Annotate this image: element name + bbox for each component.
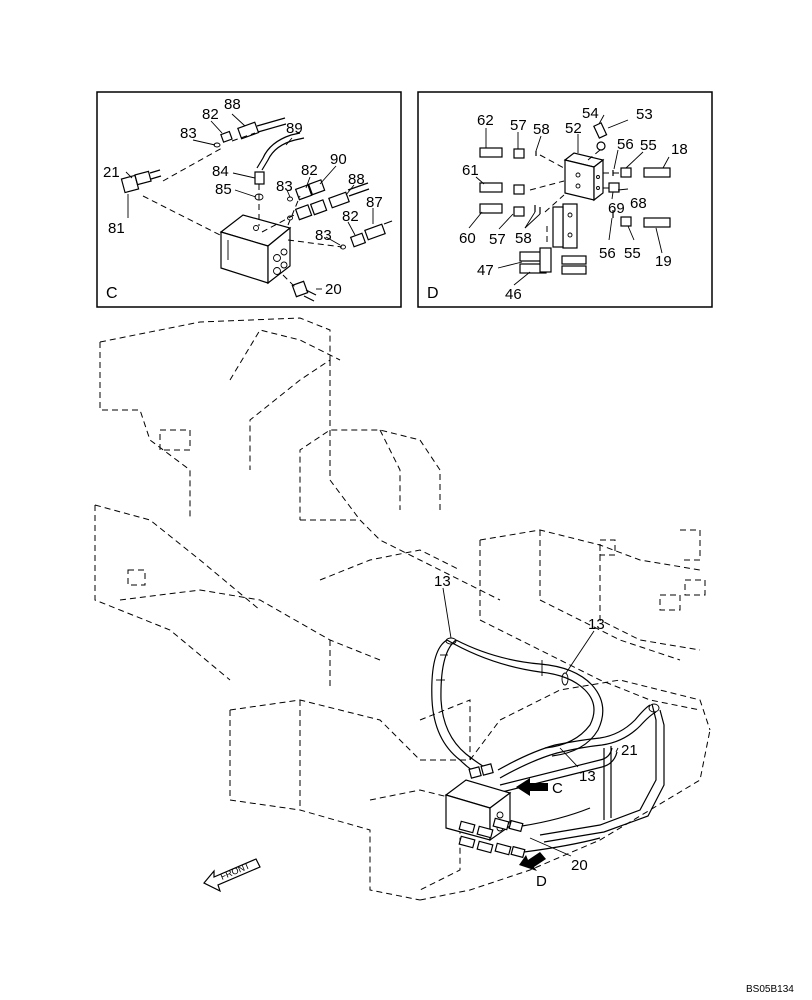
callout-d-61: 61 xyxy=(462,162,479,179)
callout-d-19: 19 xyxy=(655,253,672,270)
leaders-c xyxy=(125,113,374,290)
assembly-lines-d xyxy=(529,149,620,246)
callout-d-53: 53 xyxy=(636,106,653,123)
callouts-c: 88 82 89 83 21 84 82 90 85 83 88 87 82 8… xyxy=(103,96,383,298)
callout-main-20: 20 xyxy=(571,857,588,874)
callout-c-21: 21 xyxy=(103,164,120,181)
callouts-main: 13 13 21 13 20 C D xyxy=(434,573,638,890)
detail-panel-d: D xyxy=(417,91,713,308)
panel-c-letter: C xyxy=(106,285,118,302)
callouts-d: 62 57 58 52 54 53 56 55 18 61 69 68 60 5… xyxy=(459,105,688,303)
callout-c-90: 90 xyxy=(330,151,347,168)
view-marker-c: C xyxy=(552,780,563,797)
callout-d-56a: 56 xyxy=(617,136,634,153)
callout-c-82a: 82 xyxy=(202,106,219,123)
callout-main-13c: 13 xyxy=(579,768,596,785)
callout-d-55a: 55 xyxy=(640,137,657,154)
callout-d-57a: 57 xyxy=(510,117,527,134)
view-arrow-c xyxy=(516,778,548,796)
assembly-lines-c xyxy=(142,132,343,288)
view-arrow-d xyxy=(519,852,546,871)
callout-c-84: 84 xyxy=(212,163,229,180)
callout-d-47: 47 xyxy=(477,262,494,279)
callout-c-85: 85 xyxy=(215,181,232,198)
panel-c-frame xyxy=(96,91,402,308)
callout-d-57b: 57 xyxy=(489,231,506,248)
callout-c-20: 20 xyxy=(325,281,342,298)
callout-d-54: 54 xyxy=(582,105,599,122)
drawing-code: BS05B134 xyxy=(746,984,794,995)
callout-c-83c: 83 xyxy=(315,227,332,244)
main-assembly-view: FRONT 13 13 21 13 20 C D xyxy=(94,317,711,901)
callout-c-81: 81 xyxy=(108,220,125,237)
fittings-d xyxy=(479,122,671,275)
hose-13-right xyxy=(497,703,665,843)
callout-d-55b: 55 xyxy=(624,245,641,262)
callout-d-52: 52 xyxy=(565,120,582,137)
valve-block-d xyxy=(552,152,605,249)
callout-c-83b: 83 xyxy=(276,178,293,195)
callout-c-88a: 88 xyxy=(224,96,241,113)
panel-d-letter: D xyxy=(427,285,439,302)
callout-c-87: 87 xyxy=(366,194,383,211)
callout-main-13a: 13 xyxy=(434,573,451,590)
callout-d-46: 46 xyxy=(505,286,522,303)
callout-main-21: 21 xyxy=(621,742,638,759)
callout-c-89: 89 xyxy=(286,120,303,137)
callout-c-88b: 88 xyxy=(348,171,365,188)
leaders-main xyxy=(442,587,619,857)
callout-main-13b: 13 xyxy=(588,616,605,633)
callout-c-83a: 83 xyxy=(180,125,197,142)
callout-d-58b: 58 xyxy=(515,230,532,247)
callout-d-58a: 58 xyxy=(533,121,550,138)
callout-d-56b: 56 xyxy=(599,245,616,262)
front-arrow-icon: FRONT xyxy=(203,858,261,893)
detail-panel-c: C xyxy=(96,91,402,308)
callout-c-82c: 82 xyxy=(342,208,359,225)
front-label: FRONT xyxy=(219,860,252,882)
callout-d-69: 69 xyxy=(608,200,625,217)
chassis-phantom xyxy=(94,317,711,901)
hose-13-left xyxy=(431,637,604,776)
callout-d-18: 18 xyxy=(671,141,688,158)
main-valve-block xyxy=(444,763,601,859)
callout-c-82b: 82 xyxy=(301,162,318,179)
leaders-d xyxy=(468,114,670,286)
fittings-c xyxy=(120,117,393,302)
callout-d-62: 62 xyxy=(477,112,494,129)
callout-d-60: 60 xyxy=(459,230,476,247)
panel-d-frame xyxy=(417,91,713,308)
callout-d-68: 68 xyxy=(630,195,647,212)
view-marker-d: D xyxy=(536,873,547,890)
valve-block-c xyxy=(219,214,292,285)
